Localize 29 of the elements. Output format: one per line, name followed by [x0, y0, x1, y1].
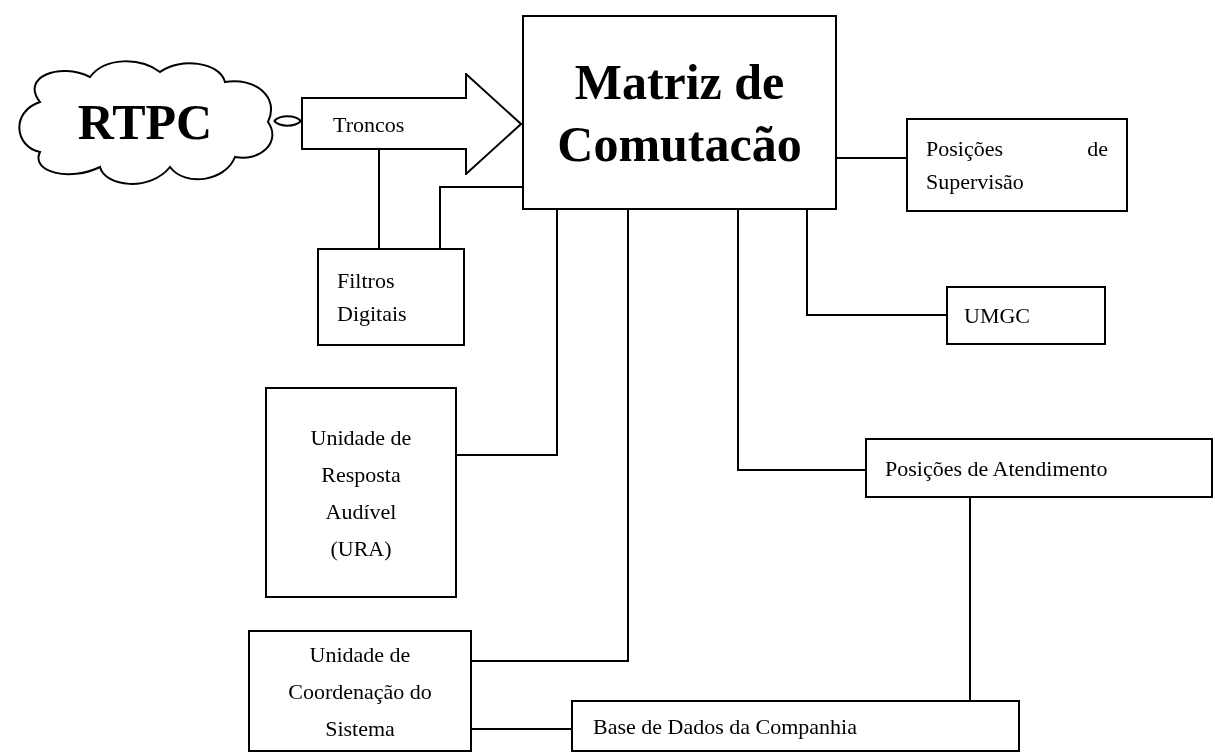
connector-line	[836, 157, 907, 159]
process-box	[317, 248, 465, 346]
node-label: Posições de Supervisão	[926, 135, 1108, 196]
node-label: Posições de Atendimento	[885, 454, 1108, 483]
node-label: UMGC	[964, 302, 1030, 330]
node-label: Base de Dados da Companhia	[593, 712, 857, 741]
process-box	[265, 387, 457, 598]
connector-line	[378, 148, 380, 249]
process-box	[946, 286, 1106, 345]
connector-line	[471, 209, 629, 662]
process-box	[865, 438, 1213, 498]
node-label: Unidade de Resposta Audível (URA)	[309, 423, 413, 563]
connector-line	[456, 209, 558, 456]
connector-line	[273, 115, 302, 127]
process-box	[522, 15, 837, 210]
node-label: Filtros Digitais	[337, 267, 408, 328]
connector-line	[471, 728, 572, 730]
process-box	[906, 118, 1128, 212]
node-label: Troncos	[333, 110, 405, 139]
connector-line	[806, 209, 947, 316]
connector-line	[969, 497, 971, 701]
node-label: Matriz de Comutacão	[556, 52, 803, 174]
connector-line	[439, 186, 523, 249]
node-label: Unidade de Coordenação do Sistema	[287, 640, 433, 743]
process-box	[248, 630, 472, 752]
block-arrow-node	[301, 73, 522, 175]
connector-line	[737, 209, 866, 471]
process-box	[571, 700, 1020, 752]
node-label: RTPC	[77, 92, 213, 152]
